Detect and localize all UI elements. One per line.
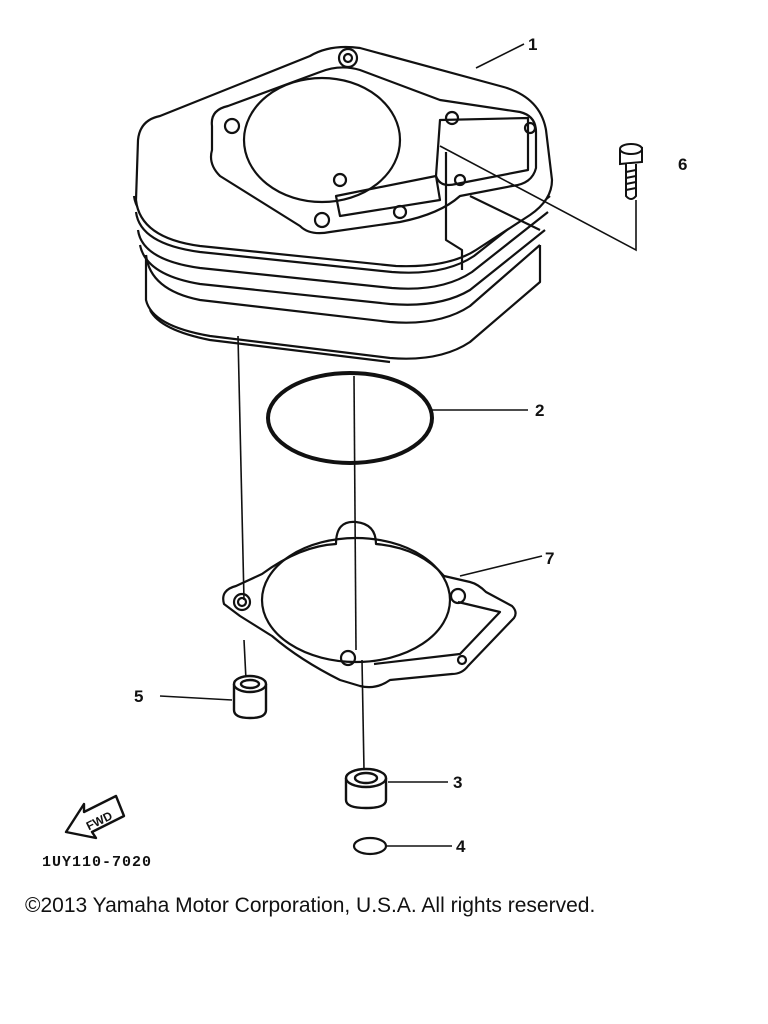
callout-7: 7 (545, 549, 554, 568)
callout-1: 1 (528, 35, 537, 54)
copyright-notice: ©2013 Yamaha Motor Corporation, U.S.A. A… (25, 894, 596, 917)
forward-arrow-icon: FWD (64, 794, 126, 840)
cylinder-block (132, 45, 554, 364)
callout-2: 2 (535, 401, 544, 420)
dowel-pin-right (344, 767, 388, 810)
bolt (619, 143, 643, 200)
callout-5: 5 (134, 687, 143, 706)
leader-lines (159, 43, 637, 847)
cylinder-base-gasket (222, 520, 517, 689)
diagram-part-code: 1UY110-7020 (42, 854, 152, 871)
callout-4: 4 (456, 837, 466, 856)
callout-6: 6 (678, 155, 687, 174)
dowel-pin-left (232, 674, 268, 720)
small-o-ring (352, 836, 388, 856)
o-ring (266, 371, 434, 465)
callout-3: 3 (453, 773, 462, 792)
